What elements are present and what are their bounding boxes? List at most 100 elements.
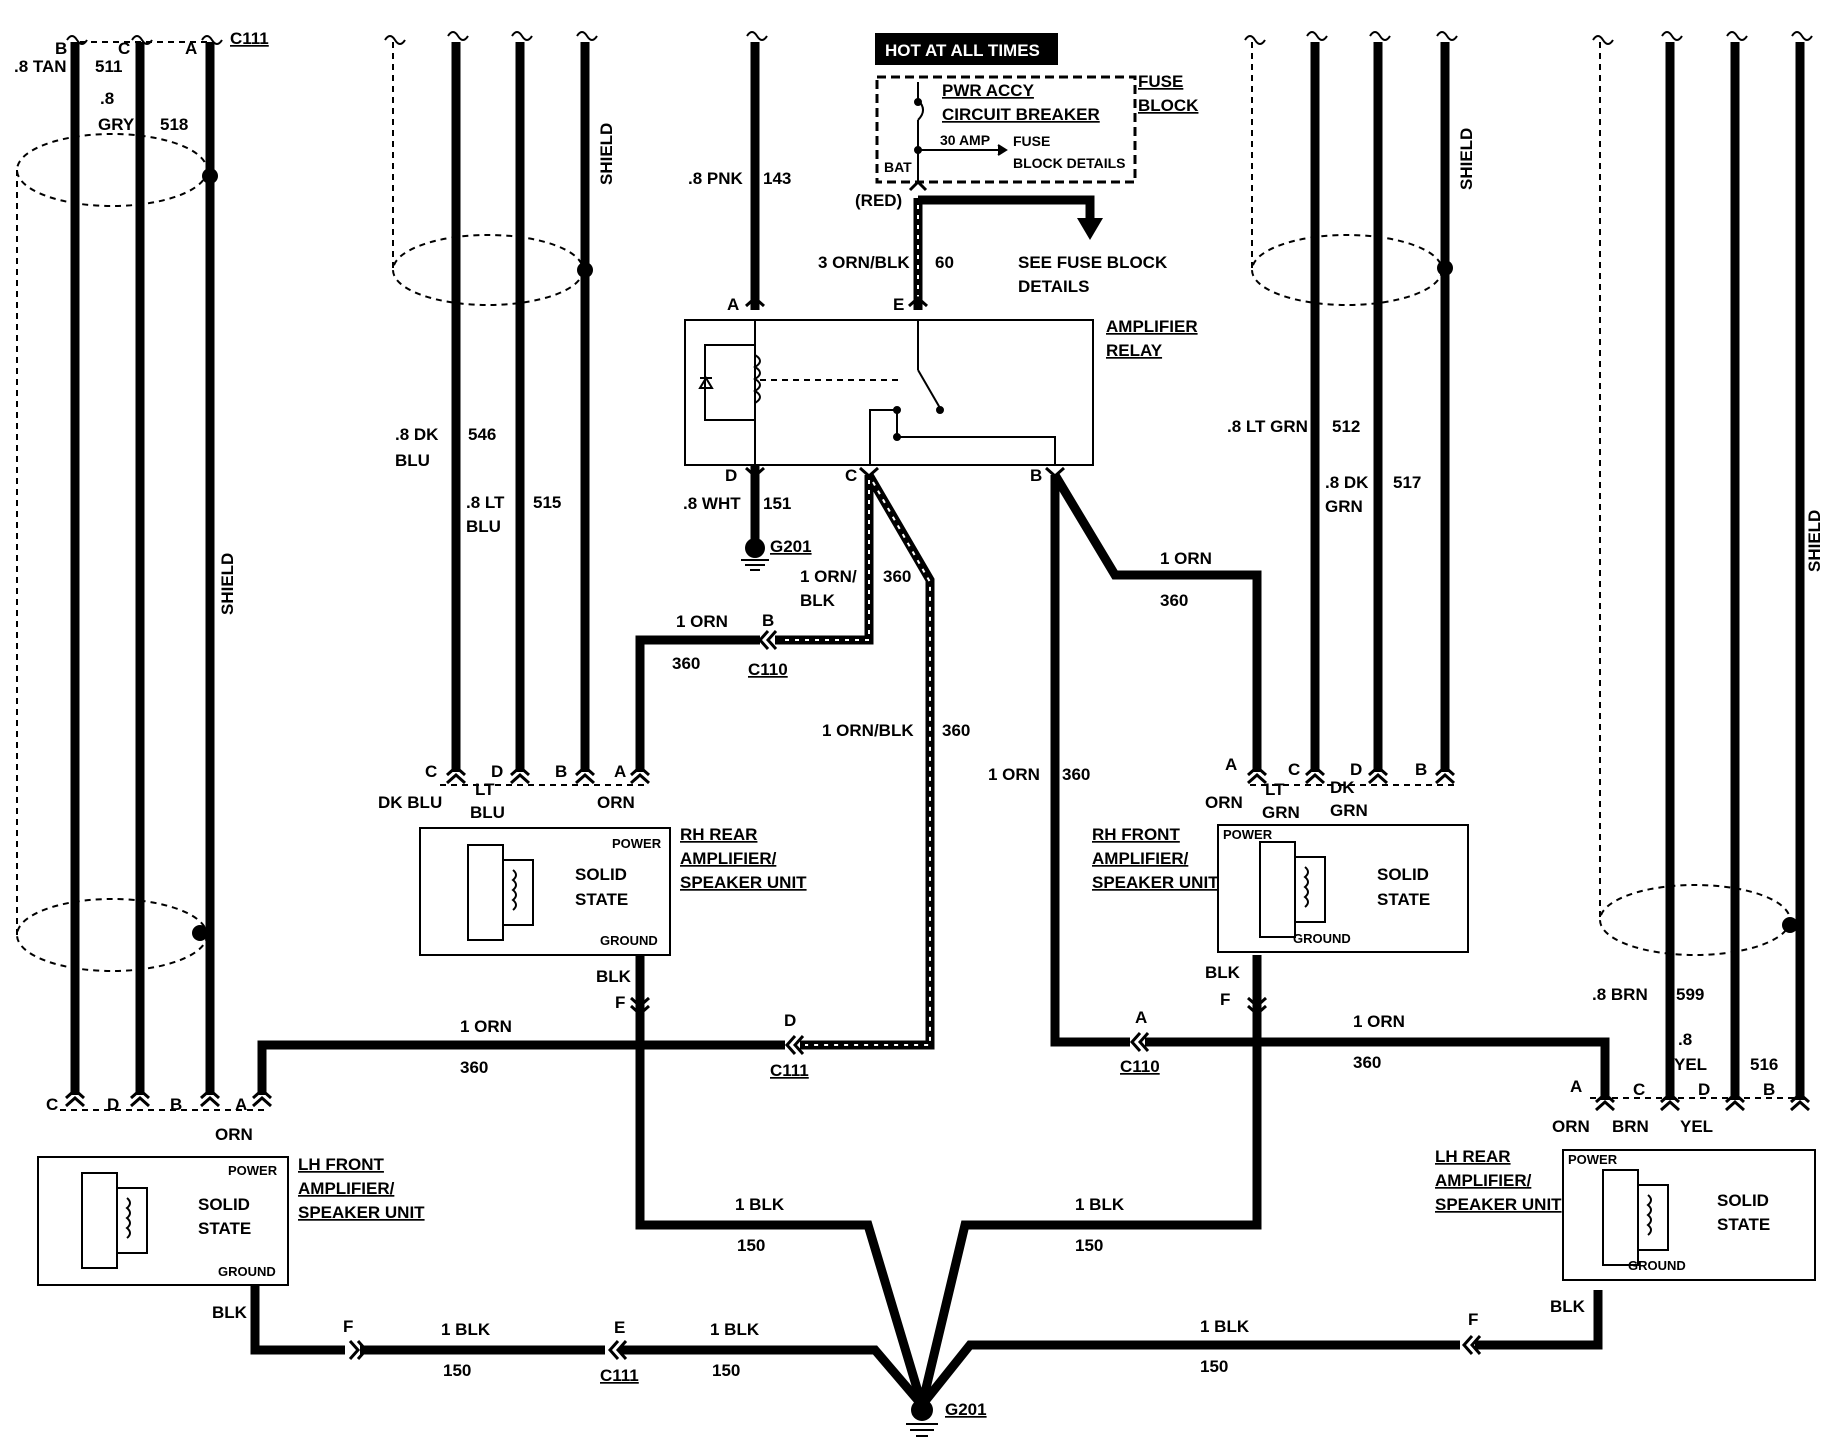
rh-front-speaker-unit: POWER GROUND SOLID STATE RH FRONT AMPLIF… — [1092, 824, 1469, 953]
lhf-pin-b: B — [170, 1095, 182, 1114]
lhr-state: STATE — [1717, 1215, 1770, 1234]
label-515: 515 — [533, 493, 561, 512]
label-ornblk-c-1: 1 ORN/ — [800, 567, 857, 586]
label-dkgrn-short-2: GRN — [1330, 801, 1368, 820]
label-orn-mid: 1 ORN — [988, 765, 1040, 784]
label-ltblu-2: BLU — [466, 517, 501, 536]
wire-blk-lhr-g201 — [918, 1340, 1460, 1408]
lhr-title-1: LH REAR — [1435, 1147, 1511, 1166]
wire-orn-360-rhr — [635, 635, 760, 772]
label-lhf-gry-1: .8 — [100, 89, 114, 108]
label-360-long: 360 — [942, 721, 970, 740]
c111-label-d: C111 — [770, 1061, 809, 1080]
lhf-solid: SOLID — [198, 1195, 250, 1214]
lhr-ground: GROUND — [1628, 1258, 1686, 1273]
relay-pin-a: A — [727, 295, 739, 314]
label-blk-150-lhr: 1 BLK — [1200, 1317, 1250, 1336]
fuse-block: HOT AT ALL TIMES FUSE BLOCK PWR ACCY CIR… — [855, 33, 1199, 296]
label-yel-1: .8 — [1678, 1030, 1692, 1049]
label-orn-lhr-run: 1 ORN — [1353, 1012, 1405, 1031]
lhr-power: POWER — [1568, 1152, 1618, 1167]
lhr-pin-a: A — [1570, 1077, 1582, 1096]
bat-label: BAT — [884, 159, 912, 175]
connector-chevrons — [65, 179, 1810, 1360]
label-orn-lhf: ORN — [215, 1125, 253, 1144]
shield-label-rhf: SHIELD — [1457, 128, 1476, 190]
label-brn: .8 BRN — [1592, 985, 1648, 1004]
rhr-title-3: SPEAKER UNIT — [680, 873, 807, 892]
c110-label-b: C110 — [748, 660, 788, 679]
label-blk-150-c111: 1 BLK — [710, 1320, 760, 1339]
label-546: 546 — [468, 425, 496, 444]
lhr-title-2: AMPLIFIER/ — [1435, 1171, 1532, 1190]
rhr-solid: SOLID — [575, 865, 627, 884]
lhf-title-1: LH FRONT — [298, 1155, 385, 1174]
label-151: 151 — [763, 494, 791, 513]
label-orn-blk-3: 3 ORN/BLK — [818, 253, 910, 272]
c111-pin-e: E — [614, 1318, 625, 1337]
label-150-r: 150 — [1075, 1236, 1103, 1255]
lhf-title-2: AMPLIFIER/ — [298, 1179, 395, 1198]
pin-c-lhf-top: C — [118, 39, 130, 58]
rhf-ground: GROUND — [1293, 931, 1351, 946]
label-360-relb: 360 — [1160, 591, 1188, 610]
label-pnk: .8 PNK — [688, 169, 744, 188]
rh-rear-speaker-unit: POWER GROUND SOLID STATE RH REAR AMPLIFI… — [419, 825, 807, 956]
label-143: 143 — [763, 169, 791, 188]
shield-lhr — [1599, 884, 1791, 956]
label-brn-short: BRN — [1612, 1117, 1649, 1136]
shield-drain-dots — [192, 168, 1798, 941]
label-blk-150-l: 1 BLK — [735, 1195, 785, 1214]
label-lhf-518: 518 — [160, 115, 188, 134]
rhr-title-2: AMPLIFIER/ — [680, 849, 777, 868]
amplifier-relay-label-1: AMPLIFIER — [1106, 317, 1198, 336]
shield-lhf-bottom — [16, 898, 208, 972]
label-orn-rhr: ORN — [597, 793, 635, 812]
lh-rear-unit-box — [1562, 1149, 1816, 1281]
label-orn-b: 1 ORN — [676, 612, 728, 631]
rhf-title-3: SPEAKER UNIT — [1092, 873, 1219, 892]
label-dkblu-2: BLU — [395, 451, 430, 470]
lhr-pin-c: C — [1633, 1080, 1645, 1099]
label-ltgrn-short-1: LT — [1265, 780, 1285, 799]
rhr-pin-b: B — [555, 762, 567, 781]
lhf-title-3: SPEAKER UNIT — [298, 1203, 425, 1222]
shield-rhr — [392, 234, 584, 306]
shield-lhf-top — [16, 133, 208, 207]
g201-label-main: G201 — [945, 1400, 987, 1419]
lhr-pin-d: D — [1698, 1080, 1710, 1099]
rhf-title-1: RH FRONT — [1092, 825, 1180, 844]
rhr-title-1: RH REAR — [680, 825, 757, 844]
amplifier-relay: AMPLIFIER RELAY — [684, 317, 1198, 466]
lhf-pin-f: F — [343, 1317, 353, 1336]
hot-at-all-times-text: HOT AT ALL TIMES — [885, 41, 1040, 60]
fuse-block-outline — [875, 75, 1137, 184]
lhf-power: POWER — [228, 1163, 278, 1178]
label-lhf-511: 511 — [95, 57, 122, 76]
label-lhf-tan: .8 TAN — [14, 57, 67, 76]
rhf-state: STATE — [1377, 890, 1430, 909]
rhr-pin-c: C — [425, 762, 437, 781]
lh-front-unit-box — [37, 1156, 289, 1286]
rhf-pin-c: C — [1288, 760, 1300, 779]
wire-blk-rhf-ground — [917, 955, 1262, 1407]
relay-pin-e: E — [893, 295, 904, 314]
rhr-power: POWER — [612, 836, 662, 851]
red-label: (RED) — [855, 191, 902, 210]
lh-front-speaker-unit: POWER GROUND SOLID STATE LH FRONT AMPLIF… — [37, 1155, 425, 1286]
label-512: 512 — [1332, 417, 1360, 436]
rhr-pin-d: D — [491, 762, 503, 781]
pwr-accy-label-2: CIRCUIT BREAKER — [942, 105, 1100, 124]
lhf-ground: GROUND — [218, 1264, 276, 1279]
shield-label-lhf: SHIELD — [218, 553, 237, 615]
wire-orn-360-rhf — [1051, 472, 1262, 772]
label-ltblu-short-2: BLU — [470, 803, 505, 822]
label-yel-short: YEL — [1680, 1117, 1713, 1136]
label-dkgrn-2: GRN — [1325, 497, 1363, 516]
label-blk-lhf: BLK — [212, 1303, 248, 1322]
wire-orn-360-lhf — [257, 1040, 785, 1095]
rhr-ground: GROUND — [600, 933, 658, 948]
label-ltblu-short-1: LT — [475, 780, 495, 799]
shield-labels: SHIELD SHIELD SHIELD SHIELD — [218, 123, 1824, 615]
